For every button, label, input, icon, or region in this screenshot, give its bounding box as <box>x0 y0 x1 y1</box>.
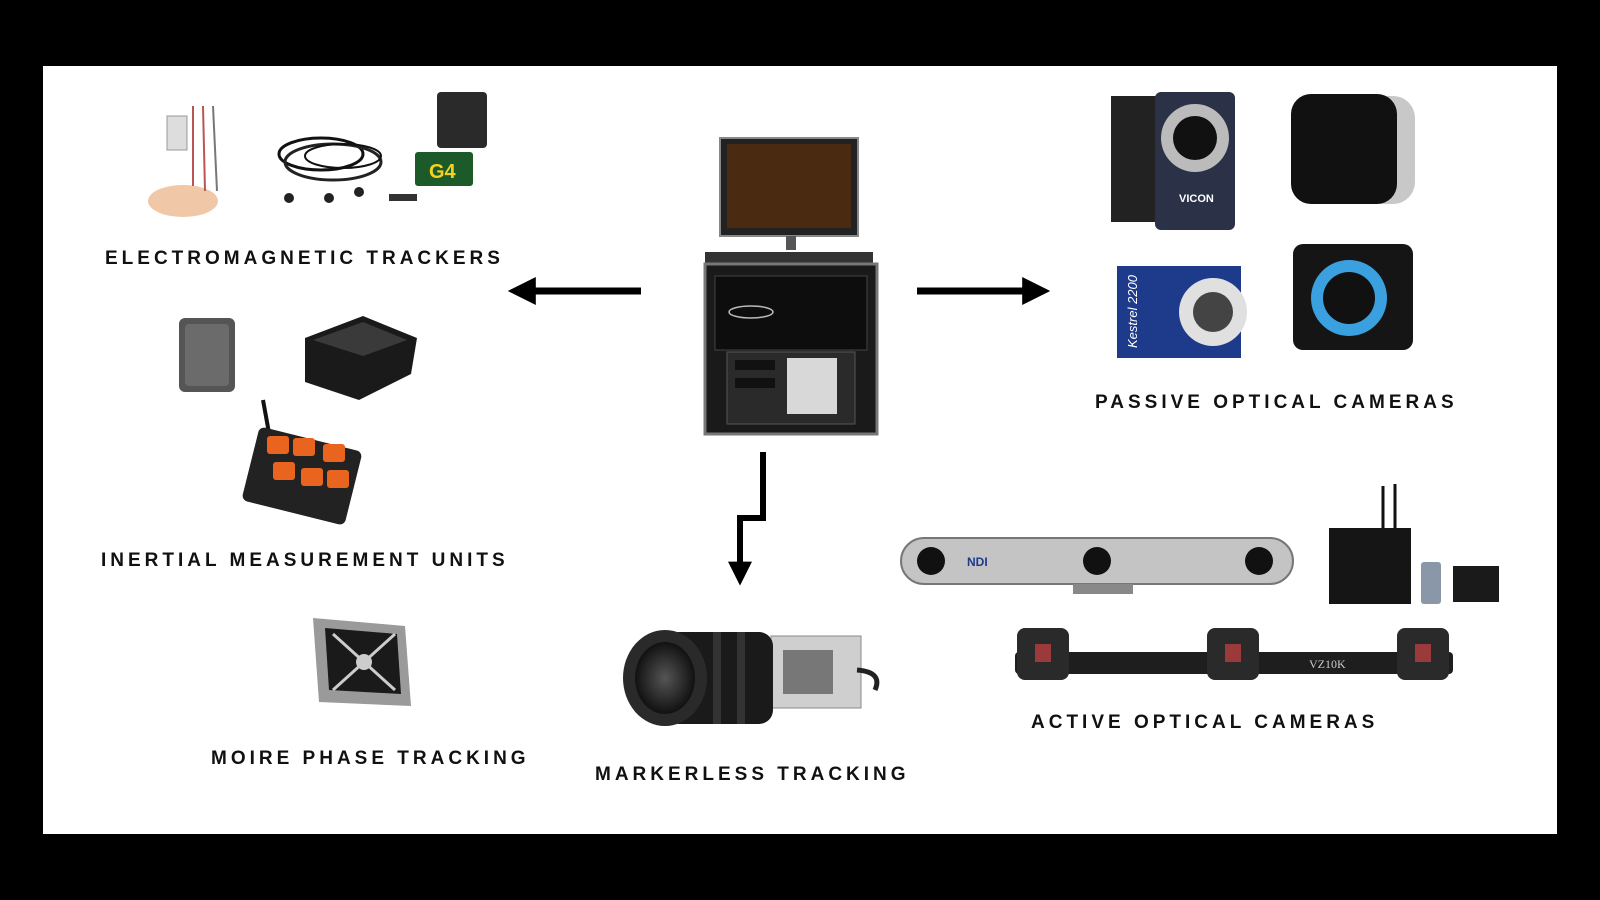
power-supply-icon <box>437 92 487 148</box>
control-unit-icon <box>1329 528 1411 604</box>
vicon-camera-side-icon <box>1111 96 1159 222</box>
active-optical-cameras-image: NDI VZ10K <box>900 484 1499 680</box>
label-electromagnetic-trackers: ELECTROMAGNETIC TRACKERS <box>105 248 504 269</box>
hand-icon <box>148 185 218 217</box>
passive-optical-cameras-image: VICON Kestrel 2200 <box>1111 92 1415 358</box>
label-moire-phase-tracking: MOIRE PHASE TRACKING <box>211 748 530 769</box>
label-active-optical-cameras: ACTIVE OPTICAL CAMERAS <box>1031 712 1379 733</box>
vz10k-label: VZ10K <box>1309 657 1346 671</box>
vicon-logo: VICON <box>1179 193 1214 205</box>
label-passive-optical-cameras: PASSIVE OPTICAL CAMERAS <box>1095 392 1458 413</box>
kestrel-logo: Kestrel 2200 <box>1125 274 1140 348</box>
arrow-down-icon <box>728 452 766 586</box>
ndi-logo: NDI <box>967 555 988 569</box>
label-markerless-tracking: MARKERLESS TRACKING <box>595 764 910 785</box>
diagram-panel: G4 <box>43 66 1557 834</box>
electromagnetic-trackers-image: G4 <box>148 92 487 217</box>
g4-hub-icon <box>415 152 473 186</box>
inertial-measurement-units-image <box>179 316 417 525</box>
central-computer-system <box>703 137 879 436</box>
moire-phase-marker-image <box>313 618 411 706</box>
label-inertial-measurement-units: INERTIAL MEASUREMENT UNITS <box>101 550 509 571</box>
g4-logo: G4 <box>429 161 457 183</box>
tracking-diagram: G4 <box>148 92 1499 726</box>
markerless-camera-image <box>623 630 880 726</box>
sensor-cable-icon <box>277 136 365 172</box>
